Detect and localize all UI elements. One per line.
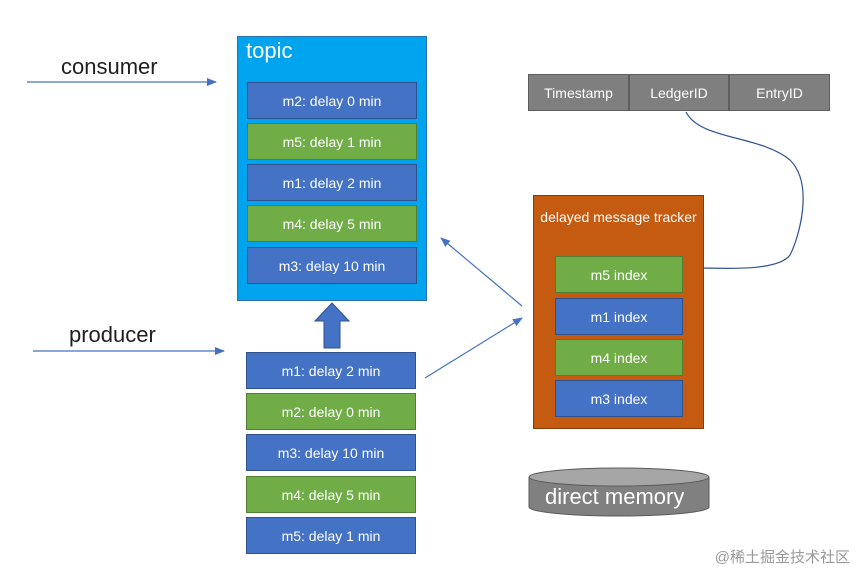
tracker-title: delayed message tracker (540, 209, 697, 225)
topic-message: m1: delay 2 min (247, 164, 417, 201)
watermark: @稀土掘金技术社区 (714, 549, 850, 566)
index-fields-link (685, 111, 804, 270)
consumer-label: consumer (61, 54, 158, 79)
tracker-index: m4 index (555, 339, 683, 376)
producer-message: m4: delay 5 min (246, 476, 416, 513)
producer-message: m1: delay 2 min (246, 352, 416, 389)
tracker-index: m5 index (555, 256, 683, 293)
index-field-timestamp: Timestamp (528, 74, 629, 111)
tracker-to-topic-arrow (440, 237, 523, 307)
topic-message: m3: delay 10 min (247, 247, 417, 284)
index-field-ledgerid: LedgerID (629, 74, 729, 111)
direct-memory-cylinder (528, 467, 710, 517)
to-tracker-arrow (424, 317, 523, 379)
topic-message: m5: delay 1 min (247, 123, 417, 160)
producer-message: m5: delay 1 min (246, 517, 416, 554)
topic-message: m4: delay 5 min (247, 205, 417, 242)
producer-message: m3: delay 10 min (246, 434, 416, 471)
direct-memory-label: direct memory (545, 484, 685, 509)
index-field-entryid: EntryID (729, 74, 830, 111)
tracker-index: m3 index (555, 380, 683, 417)
topic-message: m2: delay 0 min (247, 82, 417, 119)
topic-title: topic (246, 38, 293, 63)
producer-label: producer (69, 322, 156, 347)
enqueue-up-arrow (313, 302, 351, 349)
producer-message: m2: delay 0 min (246, 393, 416, 430)
tracker-index: m1 index (555, 298, 683, 335)
